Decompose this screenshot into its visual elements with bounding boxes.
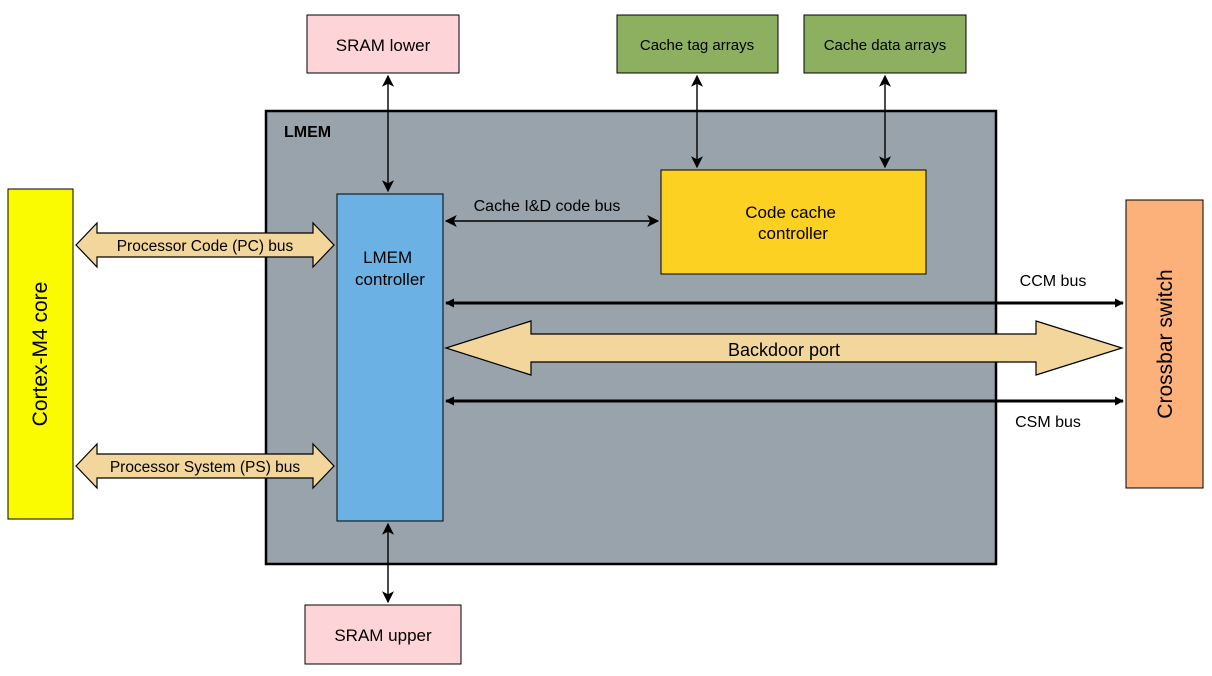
lmem-controller-line2: controller <box>355 270 425 289</box>
code-cache-controller-label: Code cache controller <box>745 203 840 243</box>
ps-bus-label: Processor System (PS) bus <box>110 459 301 476</box>
sram-upper-label: SRAM upper <box>334 626 432 645</box>
crossbar-switch-block <box>1125 199 1204 489</box>
cache-data-arrays-label: Cache data arrays <box>824 37 947 54</box>
backdoor-port-label: Backdoor port <box>728 340 840 360</box>
lmem-controller-block <box>336 193 444 522</box>
code-cache-controller-line1: Code cache <box>745 203 836 222</box>
sram-lower-block <box>306 14 460 74</box>
pc-bus-label: Processor Code (PC) bus <box>117 238 294 255</box>
cortex-m4-core-label: Cortex-M4 core <box>29 282 52 427</box>
cortex-m4-core-block <box>7 188 74 520</box>
crossbar-switch-label: Crossbar switch <box>1154 269 1177 418</box>
ps-bus-arrow <box>75 442 335 490</box>
lmem-controller-line1: LMEM <box>363 248 412 267</box>
lmem-controller-label: LMEM controller <box>355 248 425 289</box>
cache-bus-label: Cache I&D code bus <box>474 198 621 215</box>
code-cache-controller-line2: controller <box>758 224 828 243</box>
sram-upper-block <box>304 604 462 665</box>
ccm-bus-label: CCM bus <box>1020 273 1087 290</box>
cache-tag-arrays-block <box>616 14 779 74</box>
pc-bus-arrow <box>75 221 335 269</box>
code-cache-controller-block <box>660 169 927 275</box>
cache-data-arrays-block <box>803 14 967 74</box>
cache-tag-arrays-label: Cache tag arrays <box>640 37 754 54</box>
sram-lower-label: SRAM lower <box>336 36 431 55</box>
csm-bus-label: CSM bus <box>1015 414 1081 431</box>
backdoor-port-arrow <box>444 320 1125 376</box>
lmem-region-label: LMEM <box>284 124 331 141</box>
